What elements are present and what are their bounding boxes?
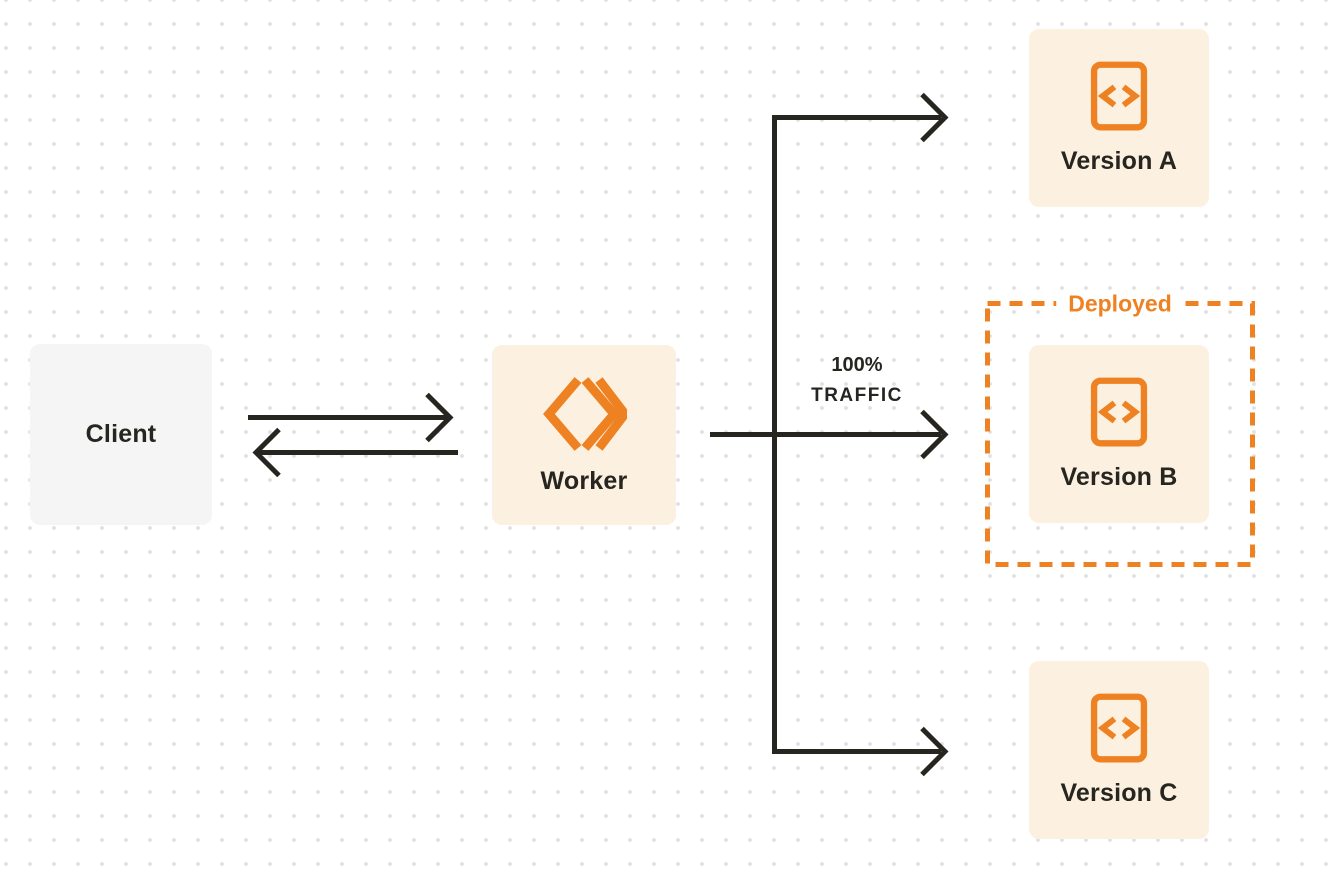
code-file-icon [1090, 60, 1148, 132]
code-file-icon [1090, 692, 1148, 764]
worker-node: Worker [492, 345, 676, 525]
code-file-icon [1090, 376, 1148, 448]
worker-label: Worker [540, 466, 628, 495]
workers-logo-icon [541, 375, 631, 453]
traffic-label: 100% TRAFFIC [777, 350, 937, 412]
client-label: Client [85, 420, 157, 448]
worker-response-arrow [252, 427, 458, 478]
version-c-label: Version C [1060, 779, 1178, 807]
client-request-arrow [248, 392, 454, 443]
version-a-label: Version A [1060, 147, 1178, 175]
traffic-word: TRAFFIC [811, 385, 903, 406]
branch-connector [772, 92, 949, 777]
version-a-node: Version A [1029, 29, 1209, 207]
version-c-node: Version C [1029, 661, 1209, 839]
traffic-percent: 100% [831, 354, 883, 376]
deployed-group: Deployed [985, 290, 1255, 567]
version-b-node: Version B [1029, 345, 1209, 523]
client-node: Client [30, 344, 212, 525]
traffic-arrow [710, 409, 949, 460]
version-b-label: Version B [1060, 463, 1178, 491]
deployed-label: Deployed [1056, 290, 1184, 318]
